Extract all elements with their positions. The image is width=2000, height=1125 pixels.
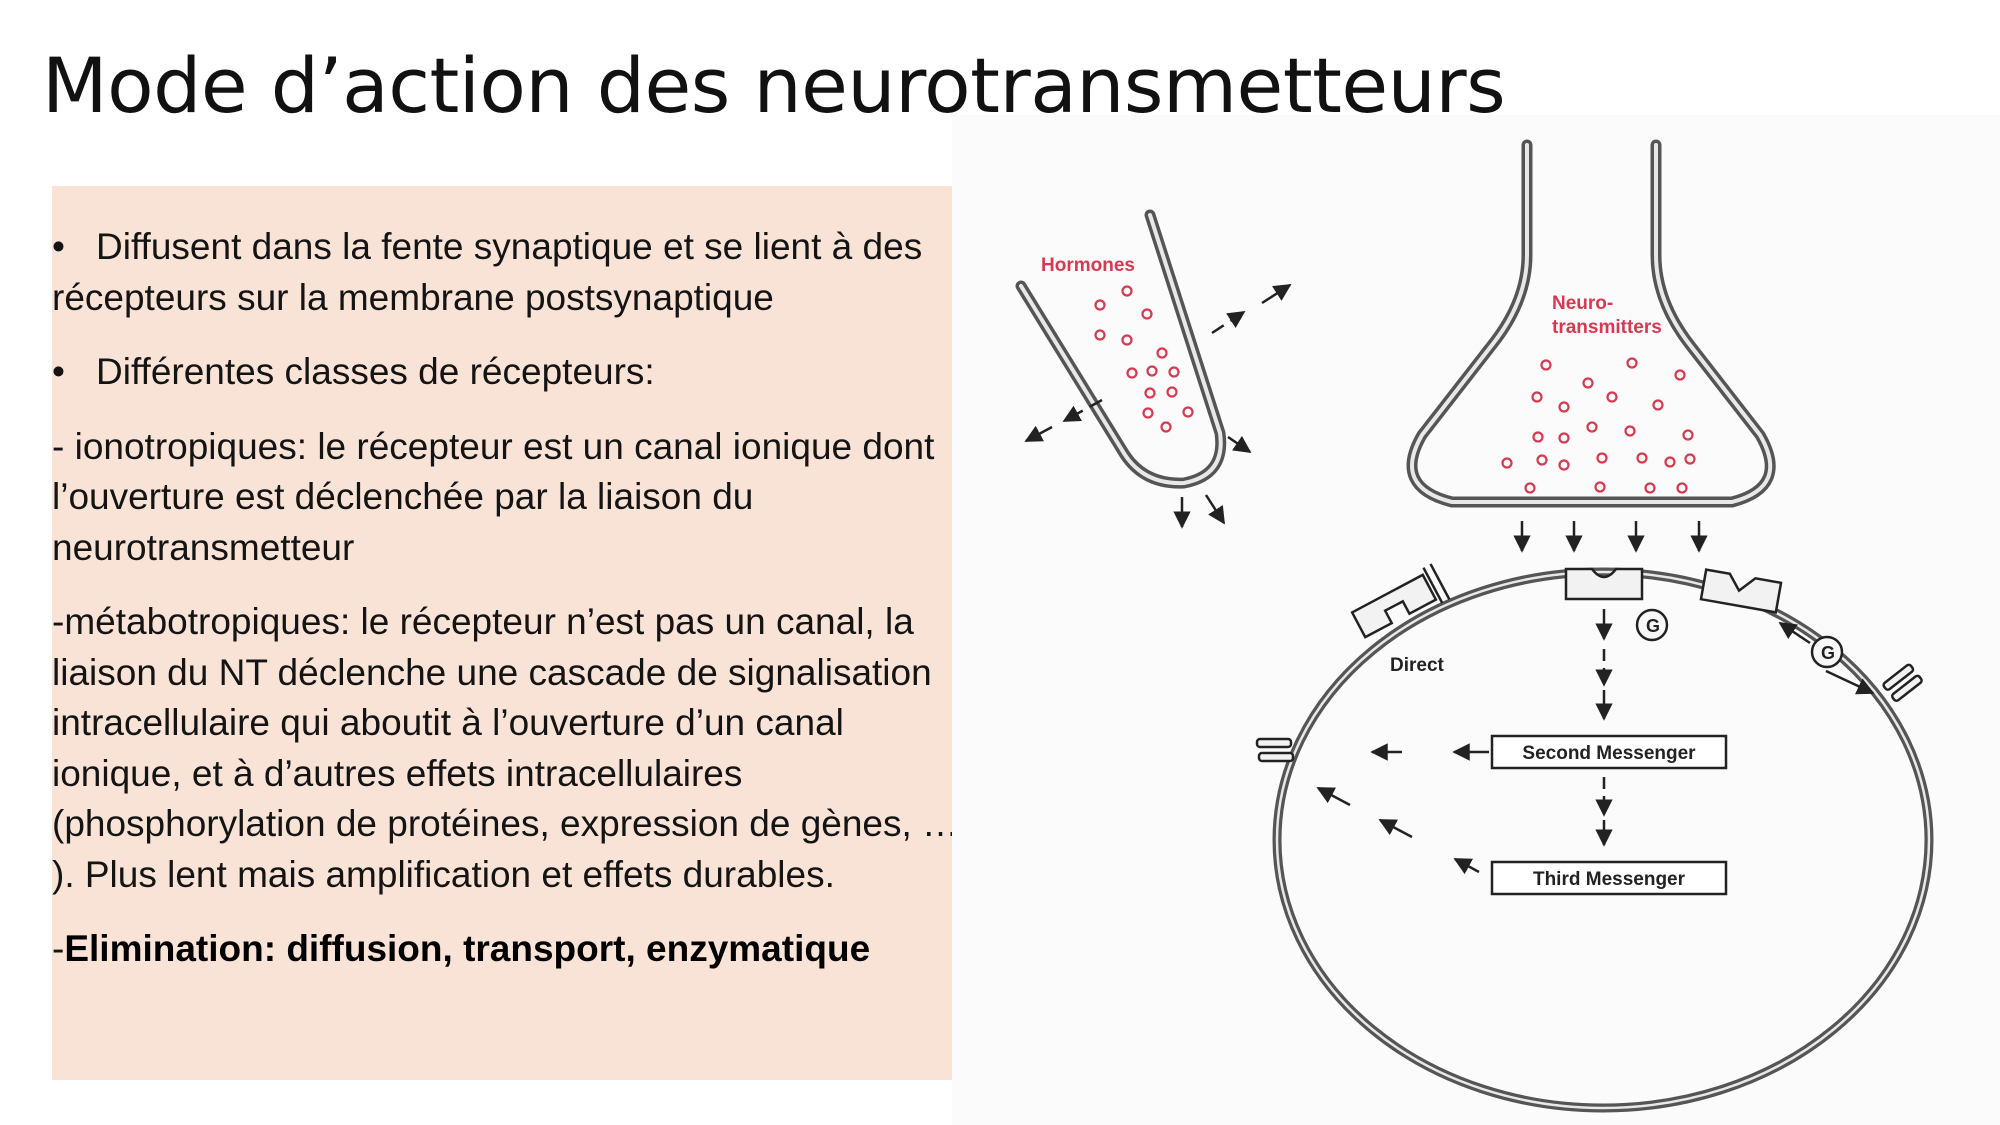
g-protein-icon: G — [1810, 635, 1844, 669]
bullet-receptor-classes: • Différentes classes de récepteurs: — [52, 347, 964, 398]
elimination-paragraph: -Elimination: diffusion, transport, enzy… — [52, 924, 964, 975]
neuro-label-line1: Neuro- — [1552, 293, 1613, 314]
ion-channel-right — [1882, 663, 1923, 702]
presynaptic-terminal — [1406, 139, 1776, 508]
ion-channel-left — [1255, 737, 1295, 763]
neurotransmitter-vesicles — [1501, 357, 1696, 494]
ionotropic-receptor — [1350, 563, 1451, 639]
elimination-bold-text: Elimination: diffusion, transport, enzym… — [64, 928, 871, 969]
bullet-marker: • — [52, 226, 65, 267]
g-protein-label-2: G — [1821, 643, 1835, 663]
g-protein-label-1: G — [1646, 616, 1660, 636]
neuro-label-line2: transmitters — [1552, 317, 1662, 338]
bullet-diffusion: •Diffusent dans la fente synaptique et s… — [52, 222, 964, 323]
bullet-diffusion-text: Diffusent dans la fente synaptique et se… — [52, 226, 923, 318]
bullet-marker: • — [52, 351, 65, 392]
direct-label: Direct — [1390, 655, 1445, 676]
metabotropic-receptor — [1564, 567, 1644, 601]
metabotropic-receptor-right — [1699, 568, 1783, 614]
ionotropic-paragraph: - ionotropiques: le récepteur est un can… — [52, 425, 935, 568]
cascade-arrows — [1316, 609, 1875, 875]
nt-release-arrows — [1513, 521, 1708, 553]
g-protein-icon: G — [1635, 608, 1669, 642]
second-messenger-label: Second Messenger — [1522, 743, 1696, 764]
synapse-diagram: Hormones Neuro- transmitters — [1015, 139, 1934, 1113]
third-messenger-label: Third Messenger — [1533, 869, 1686, 890]
hormone-release-arrows — [1024, 283, 1292, 529]
postsynaptic-cell — [1272, 567, 1934, 1113]
second-messenger-box: Second Messenger — [1490, 734, 1728, 770]
third-messenger-box: Third Messenger — [1490, 860, 1728, 896]
text-panel: •Diffusent dans la fente synaptique et s… — [52, 186, 974, 1080]
synapse-figure: Hormones Neuro- transmitters — [952, 115, 2000, 1125]
hormone-vesicles — [1094, 285, 1194, 433]
metabotropic-paragraph: -métabotropiques: le récepteur n’est pas… — [52, 601, 960, 895]
endocrine-terminal — [1015, 209, 1227, 489]
hormones-label: Hormones — [1041, 255, 1135, 276]
elimination-prefix: - — [52, 928, 65, 969]
bullet-receptor-classes-text: Différentes classes de récepteurs: — [96, 351, 655, 392]
